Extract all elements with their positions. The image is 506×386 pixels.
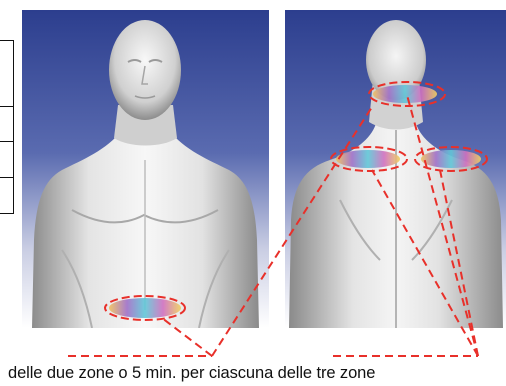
- caption-text: delle due zone o 5 min. per ciascuna del…: [8, 364, 506, 383]
- abdominal-zone-marker: [105, 296, 185, 320]
- front-body-illustration: [22, 10, 269, 328]
- back-body-illustration: [285, 10, 506, 328]
- table-row-divider: [0, 177, 13, 178]
- front-body-view: [22, 10, 269, 328]
- table-row-divider: [0, 106, 13, 107]
- back-body-view: [285, 10, 506, 328]
- table-row-divider: [0, 141, 13, 142]
- table-fragment: [0, 40, 14, 214]
